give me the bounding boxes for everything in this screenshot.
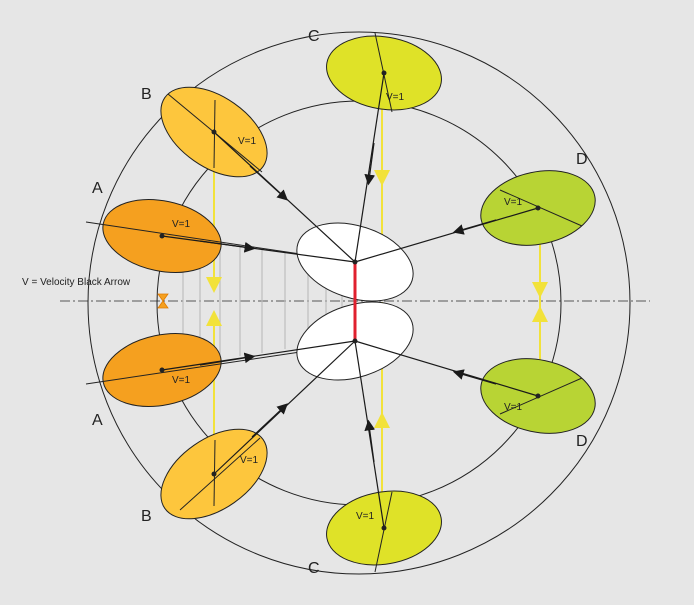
v-label: V=1 xyxy=(504,402,523,413)
label-c-bottom: C xyxy=(308,560,320,577)
label-b-top: B xyxy=(141,86,152,103)
v-label: V=1 xyxy=(238,136,257,147)
v-label: V=1 xyxy=(172,375,191,386)
label-b-bottom: B xyxy=(141,508,152,525)
label-a-bottom: A xyxy=(92,412,103,429)
v-label: V=1 xyxy=(504,197,523,208)
v-label: V=1 xyxy=(356,511,375,522)
velocity-arrows xyxy=(161,72,539,529)
orange-marker xyxy=(157,293,169,309)
label-c-top: C xyxy=(308,28,320,45)
label-d-bottom: D xyxy=(576,433,588,450)
legend-text: V = Velocity Black Arrow xyxy=(22,277,131,288)
label-d-top: D xyxy=(576,151,588,168)
v-label: V=1 xyxy=(386,92,405,103)
label-a-top: A xyxy=(92,180,103,197)
pivot-dots xyxy=(159,70,541,531)
outer-circle xyxy=(87,31,631,575)
v-label: V=1 xyxy=(172,219,191,230)
v-label: V=1 xyxy=(240,455,259,466)
